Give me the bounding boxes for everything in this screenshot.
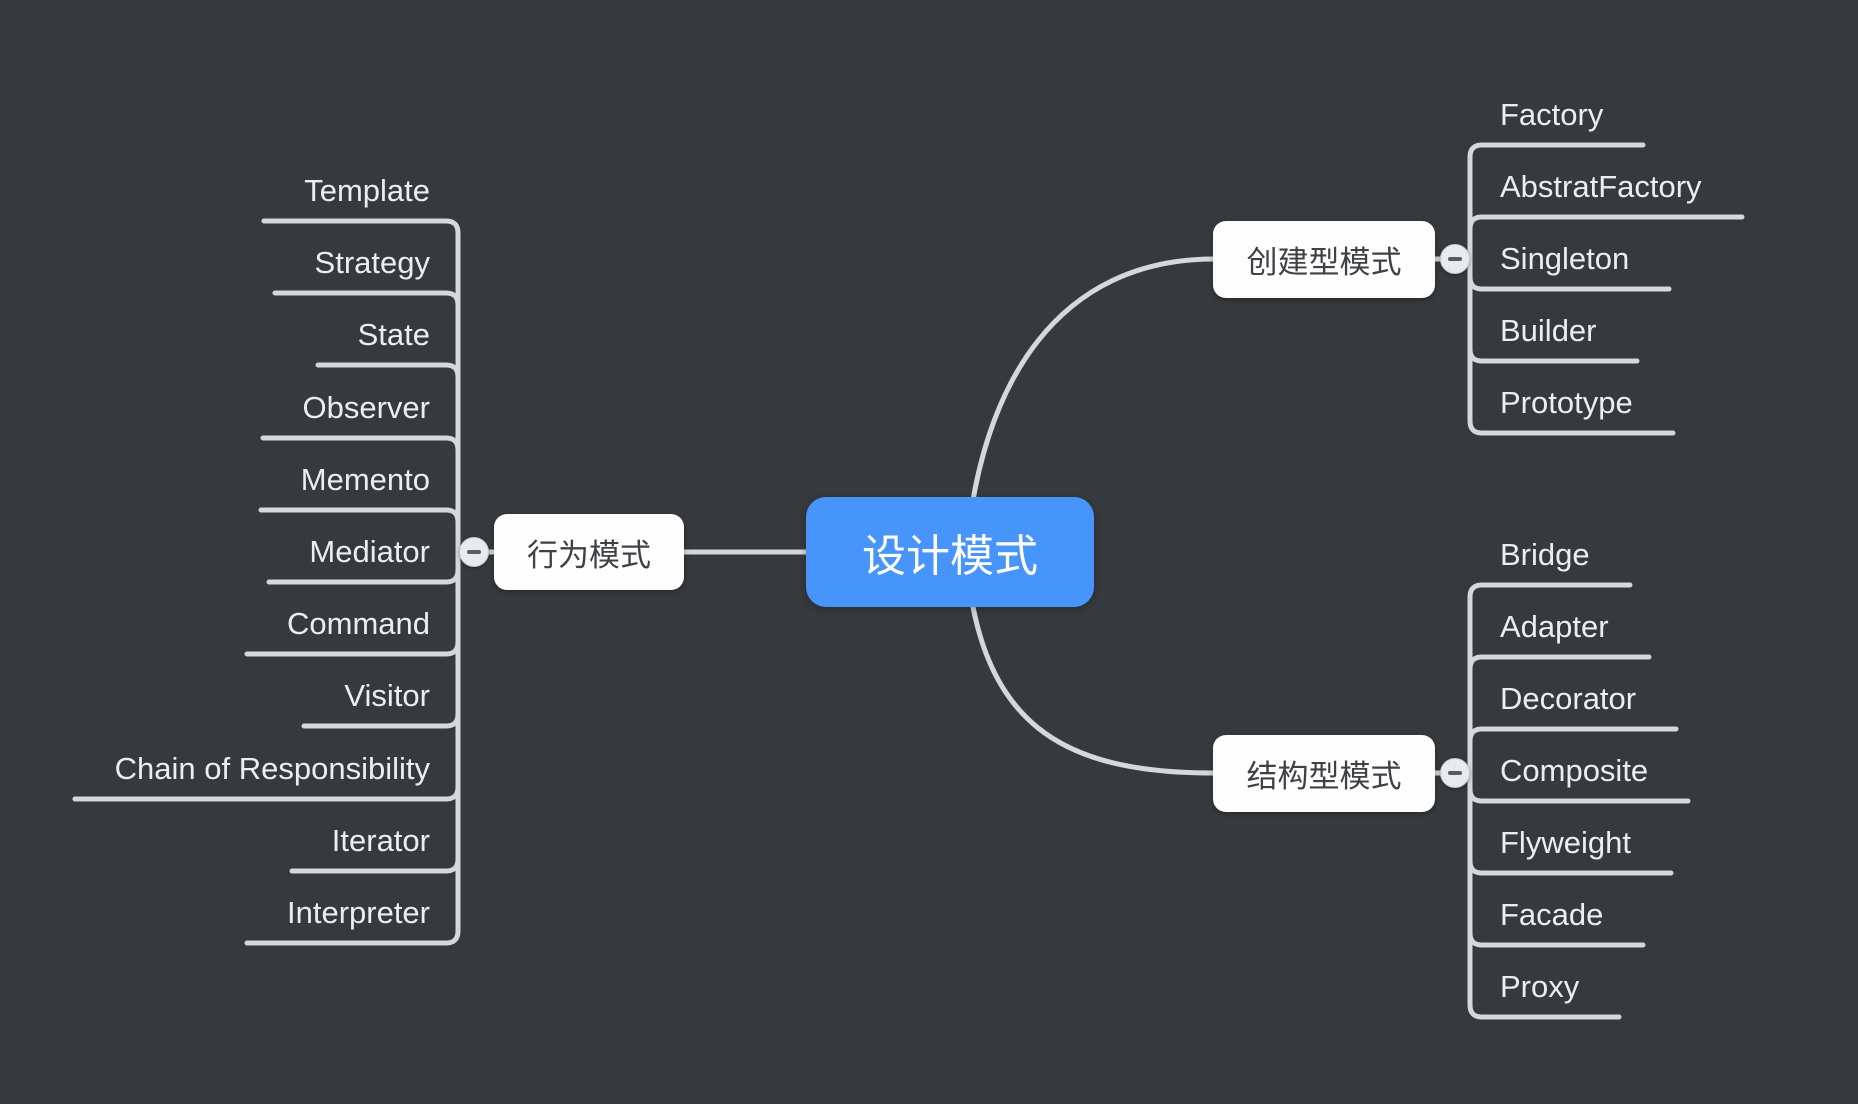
collapse-button-creational[interactable]: [1440, 244, 1470, 274]
connector-path: [266, 567, 461, 585]
child-topic-chain-of-responsibility[interactable]: Chain of Responsibility: [114, 751, 430, 786]
connector-path: [963, 256, 1217, 559]
minus-icon: [1448, 257, 1462, 261]
child-topic-strategy[interactable]: Strategy: [314, 245, 430, 280]
collapse-button-structural[interactable]: [1440, 758, 1470, 788]
connector-path: [315, 362, 461, 380]
connector-path: [1467, 274, 1672, 292]
child-topic-interpreter[interactable]: Interpreter: [286, 895, 430, 930]
connector-path: [258, 507, 461, 525]
child-topic-mediator[interactable]: Mediator: [309, 534, 430, 569]
child-topic-command[interactable]: Command: [287, 606, 430, 641]
branch-topic-structural[interactable]: 结构型模式: [1213, 735, 1435, 812]
child-topic-visitor[interactable]: Visitor: [344, 678, 430, 713]
connector-path: [244, 639, 461, 657]
child-topic-memento[interactable]: Memento: [300, 462, 430, 497]
child-topic-adapter[interactable]: Adapter: [1500, 609, 1609, 644]
branch-topic-behavioral[interactable]: 行为模式: [494, 514, 684, 590]
connector-path: [1467, 786, 1691, 804]
child-topic-singleton[interactable]: Singleton: [1500, 241, 1630, 276]
child-topic-builder[interactable]: Builder: [1500, 313, 1597, 348]
connector-path: [1467, 858, 1674, 876]
root-topic[interactable]: 设计模式: [806, 497, 1094, 607]
connector-path: [289, 856, 461, 874]
minus-icon: [1448, 771, 1462, 775]
child-topic-flyweight[interactable]: Flyweight: [1500, 825, 1631, 860]
minus-icon: [467, 550, 481, 554]
connector-path: [1467, 142, 1676, 436]
connector-path: [72, 784, 461, 802]
child-topic-decorator[interactable]: Decorator: [1500, 681, 1637, 716]
child-topic-template[interactable]: Template: [304, 173, 430, 208]
connector-path: [1467, 654, 1652, 672]
child-topic-abstratfactory[interactable]: AbstratFactory: [1500, 169, 1702, 204]
child-topic-factory[interactable]: Factory: [1500, 97, 1604, 132]
child-topic-observer[interactable]: Observer: [302, 390, 430, 425]
child-topic-state[interactable]: State: [357, 317, 430, 352]
child-topic-bridge[interactable]: Bridge: [1500, 537, 1590, 572]
child-topic-iterator[interactable]: Iterator: [331, 823, 430, 858]
connector-path: [1467, 346, 1640, 364]
connector-path: [1467, 930, 1646, 948]
connector-path: [244, 218, 461, 946]
connector-path: [1467, 214, 1745, 232]
child-topic-proxy[interactable]: Proxy: [1500, 969, 1580, 1004]
child-topic-prototype[interactable]: Prototype: [1500, 385, 1633, 420]
connector-path: [1467, 726, 1679, 744]
collapse-button-behavioral[interactable]: [459, 537, 489, 567]
branch-topic-creational[interactable]: 创建型模式: [1213, 221, 1435, 298]
child-topic-facade[interactable]: Facade: [1500, 897, 1604, 932]
connector-path: [260, 435, 461, 453]
connector-path: [1467, 582, 1633, 1020]
connector-path: [272, 290, 461, 308]
connector-path: [963, 553, 1217, 776]
connector-path: [301, 711, 461, 729]
child-topic-composite[interactable]: Composite: [1500, 753, 1649, 788]
